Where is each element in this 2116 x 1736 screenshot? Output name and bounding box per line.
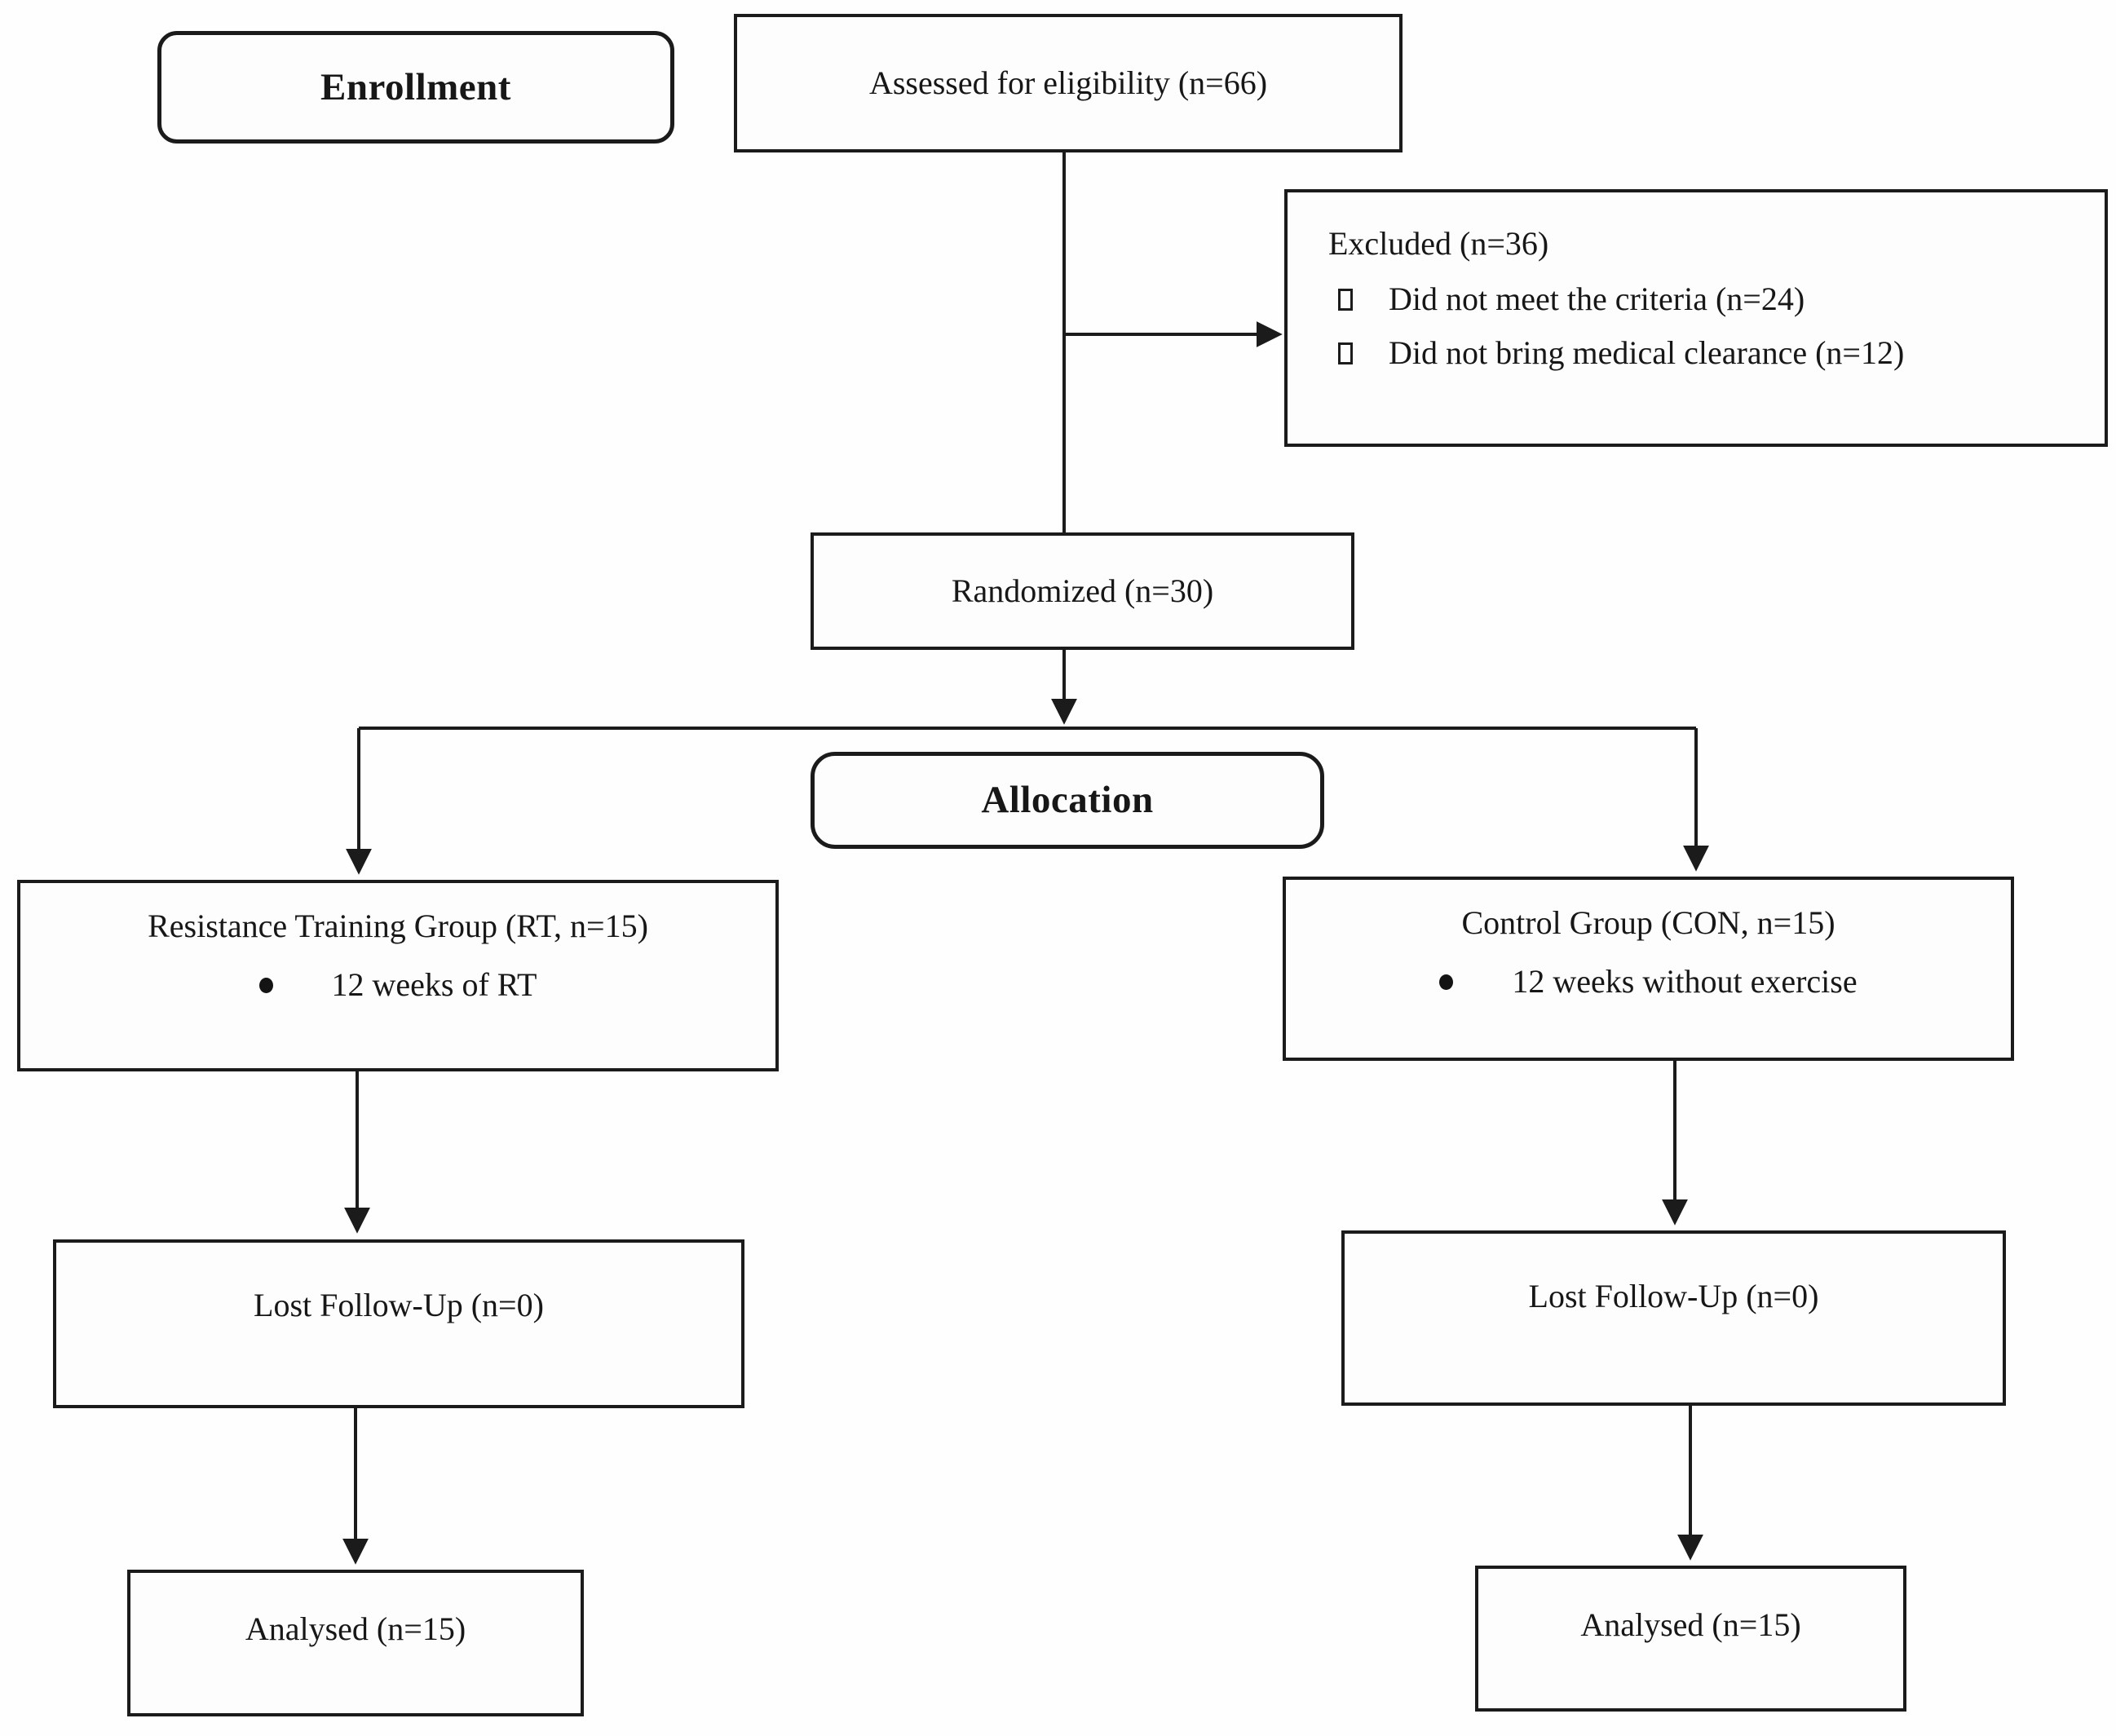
lost-followup-con-box: Lost Follow-Up (n=0) [1341,1230,2006,1406]
analysed-con-text: Analysed (n=15) [1580,1606,1801,1643]
control-group-title: Control Group (CON, n=15) [1461,904,1835,941]
control-group-bullet-text: 12 weeks without exercise [1512,963,1858,1000]
lost-followup-rt-box: Lost Follow-Up (n=0) [53,1239,744,1408]
square-bullet-icon [1338,342,1353,364]
allocation-stage-box: Allocation [811,752,1324,849]
rt-group-bullet-text: 12 weeks of RT [331,966,537,1003]
excluded-box: Excluded (n=36) Did not meet the criteri… [1284,189,2108,447]
randomized-text: Randomized (n=30) [951,572,1214,609]
analysed-con-box: Analysed (n=15) [1475,1566,1906,1712]
allocation-stage-label: Allocation [981,779,1154,822]
dot-bullet-icon [258,977,273,993]
enrollment-stage-label: Enrollment [320,65,511,108]
control-group-box: Control Group (CON, n=15) 12 weeks witho… [1283,877,2014,1061]
excluded-item-text: Did not bring medical clearance (n=12) [1389,334,1905,371]
control-group-bullet-row: 12 weeks without exercise [1286,961,2011,1002]
analysed-rt-box: Analysed (n=15) [127,1570,584,1716]
randomized-box: Randomized (n=30) [811,532,1354,650]
rt-group-bullet-row: 12 weeks of RT [20,965,775,1005]
assessed-text: Assessed for eligibility (n=66) [868,64,1268,101]
rt-group-title: Resistance Training Group (RT, n=15) [148,908,648,944]
square-bullet-icon [1338,288,1353,311]
excluded-item: Did not meet the criteria (n=24) [1328,279,2080,320]
assessed-box: Assessed for eligibility (n=66) [734,14,1403,152]
excluded-item-text: Did not meet the criteria (n=24) [1389,280,1805,317]
rt-group-box: Resistance Training Group (RT, n=15) 12 … [17,880,779,1071]
excluded-item: Did not bring medical clearance (n=12) [1328,333,2080,373]
lost-followup-rt-text: Lost Follow-Up (n=0) [254,1287,544,1323]
enrollment-stage-box: Enrollment [157,31,674,144]
excluded-title: Excluded (n=36) [1328,225,1549,262]
lost-followup-con-text: Lost Follow-Up (n=0) [1528,1278,1819,1314]
dot-bullet-icon [1439,974,1454,990]
analysed-rt-text: Analysed (n=15) [245,1610,466,1647]
